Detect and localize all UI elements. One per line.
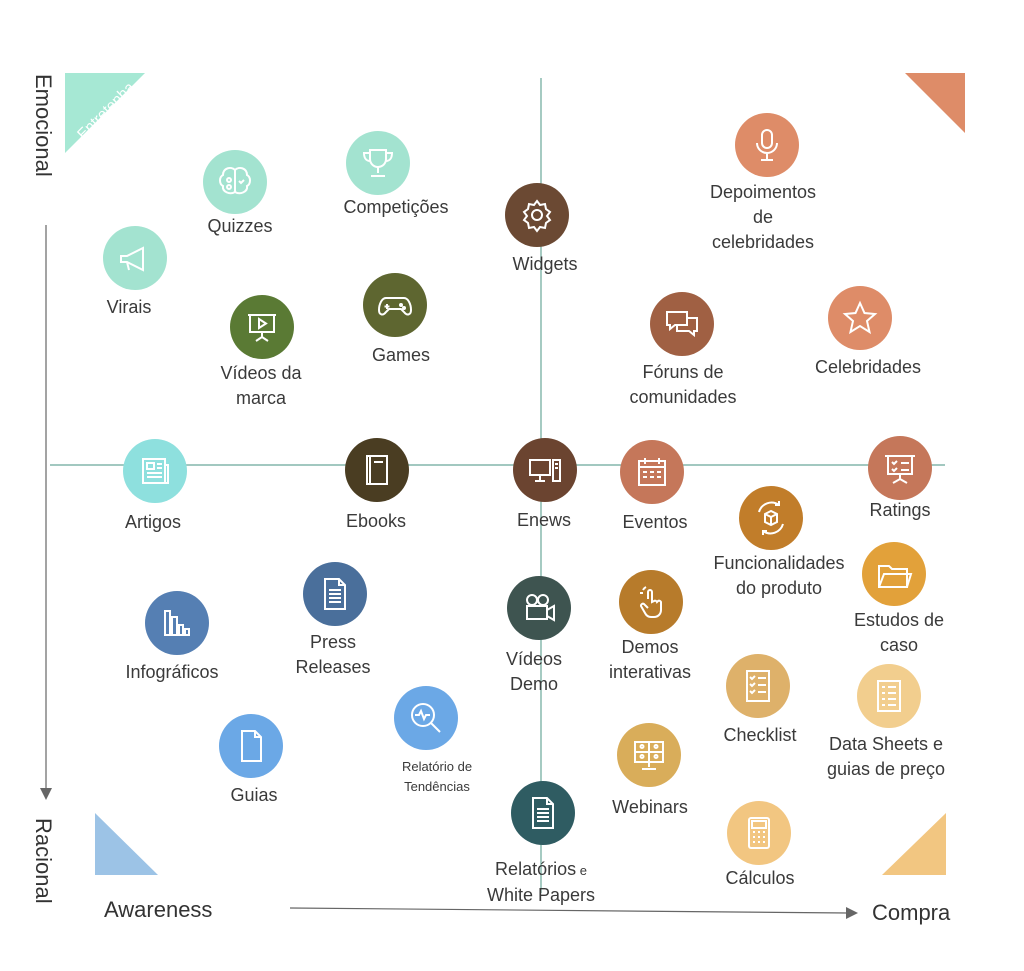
ebooks-label: Ebooks xyxy=(345,511,407,531)
magnifier-icon xyxy=(411,703,441,733)
gamepad-icon xyxy=(377,297,413,316)
press-label: Press Releases xyxy=(295,632,371,677)
videos-demo-circle xyxy=(507,576,571,640)
estudos-circle xyxy=(862,542,926,606)
videos-demo-label: Vídeos Demo xyxy=(505,649,563,694)
depoimentos-circle xyxy=(735,113,799,177)
calendar-icon xyxy=(638,458,666,486)
datasheets-label: Data Sheets e guias de preço xyxy=(826,734,946,779)
report-icon xyxy=(532,797,554,829)
widgets-label: Widgets xyxy=(512,254,578,274)
artigos-circle xyxy=(123,439,187,503)
funcionalidades-label: Funcionalidades do produto xyxy=(713,553,845,598)
brain-icon xyxy=(219,166,251,195)
demos-circle xyxy=(619,570,683,634)
enews-circle xyxy=(513,438,577,502)
videos-marca-label: Vídeos da marca xyxy=(220,363,302,408)
competicoes-label: Competições xyxy=(343,197,449,217)
video-conference-icon xyxy=(634,741,664,770)
eventos-circle xyxy=(620,440,684,504)
axis-label-racional: Racional xyxy=(31,818,56,904)
megaphone-icon xyxy=(120,246,144,272)
convenca-triangle xyxy=(882,813,946,875)
gear-icon xyxy=(522,199,552,233)
foruns-label: Fóruns de comunidades xyxy=(629,362,737,407)
relatorios-circle xyxy=(511,781,575,845)
virais-label: Virais xyxy=(106,297,152,317)
games-label: Games xyxy=(371,345,431,365)
axis-label-awareness: Awareness xyxy=(104,897,213,922)
enews-label: Enews xyxy=(516,510,572,530)
inspire-triangle xyxy=(905,73,965,133)
calculator-icon xyxy=(748,817,770,849)
videos-marca-circle xyxy=(230,295,294,359)
book-icon xyxy=(366,455,388,485)
virais-circle xyxy=(103,226,167,290)
box-cycle-icon xyxy=(758,501,784,535)
touch-icon xyxy=(640,586,662,618)
funcionalidades-circle xyxy=(739,486,803,550)
celebridades-label: Celebridades xyxy=(814,357,922,377)
infograficos-label: Infográficos xyxy=(125,662,219,682)
computer-icon xyxy=(529,459,561,482)
calculos-label: Cálculos xyxy=(725,868,795,888)
axis-arrowhead-right xyxy=(846,907,858,919)
video-camera-icon xyxy=(526,594,555,622)
presentation-icon xyxy=(248,314,276,342)
document-icon xyxy=(324,578,346,610)
axis-arrowhead-down xyxy=(40,788,52,800)
entretenha-triangle xyxy=(65,73,145,153)
axis-label-emocional: Emocional xyxy=(31,74,56,177)
ebooks-circle xyxy=(345,438,409,502)
chat-icon xyxy=(666,311,698,338)
depoimentos-label: Depoimentos de celebridades xyxy=(709,182,817,252)
star-icon xyxy=(842,300,878,335)
bar-chart-icon xyxy=(164,610,190,636)
ratings-circle xyxy=(868,436,932,500)
awareness-purchase-axis xyxy=(289,907,849,914)
list-sheet-icon xyxy=(877,680,901,712)
celebridades-circle xyxy=(828,286,892,350)
demos-label: Demos interativas xyxy=(608,637,692,682)
folder-icon xyxy=(878,565,913,588)
artigos-label: Artigos xyxy=(124,512,182,532)
competicoes-circle xyxy=(346,131,410,195)
foruns-circle xyxy=(650,292,714,356)
press-circle xyxy=(303,562,367,626)
relatorio-tendencias-circle xyxy=(394,686,458,750)
quizzes-circle xyxy=(203,150,267,214)
webinars-label: Webinars xyxy=(612,797,688,817)
microphone-icon xyxy=(756,129,778,161)
guias-label: Guias xyxy=(230,785,278,805)
axis-label-compra: Compra xyxy=(872,900,951,925)
infograficos-circle xyxy=(145,591,209,655)
estudos-label: Estudos de caso xyxy=(853,610,945,655)
trophy-icon xyxy=(362,149,394,177)
calculos-circle xyxy=(727,801,791,865)
relatorios-label-line2: White Papers xyxy=(486,885,596,905)
newspaper-icon xyxy=(142,458,169,484)
widgets-circle xyxy=(505,183,569,247)
relatorios-label-main: Relatórios xyxy=(495,859,577,879)
eventos-label: Eventos xyxy=(622,512,688,532)
quizzes-label: Quizzes xyxy=(207,216,273,236)
chart-board-icon xyxy=(885,455,915,484)
relatorios-label-connector: e xyxy=(576,863,587,878)
relatorio-tendencias-label: Relatório de Tendências xyxy=(401,759,473,794)
datasheets-circle xyxy=(857,664,921,728)
page-icon xyxy=(241,730,262,762)
ratings-label: Ratings xyxy=(869,500,931,520)
checklist-circle xyxy=(726,654,790,718)
games-circle xyxy=(363,273,427,337)
checklist-icon xyxy=(746,670,770,702)
eduque-triangle xyxy=(95,813,158,875)
checklist-label: Checklist xyxy=(723,725,797,745)
webinars-circle xyxy=(617,723,681,787)
guias-circle xyxy=(219,714,283,778)
